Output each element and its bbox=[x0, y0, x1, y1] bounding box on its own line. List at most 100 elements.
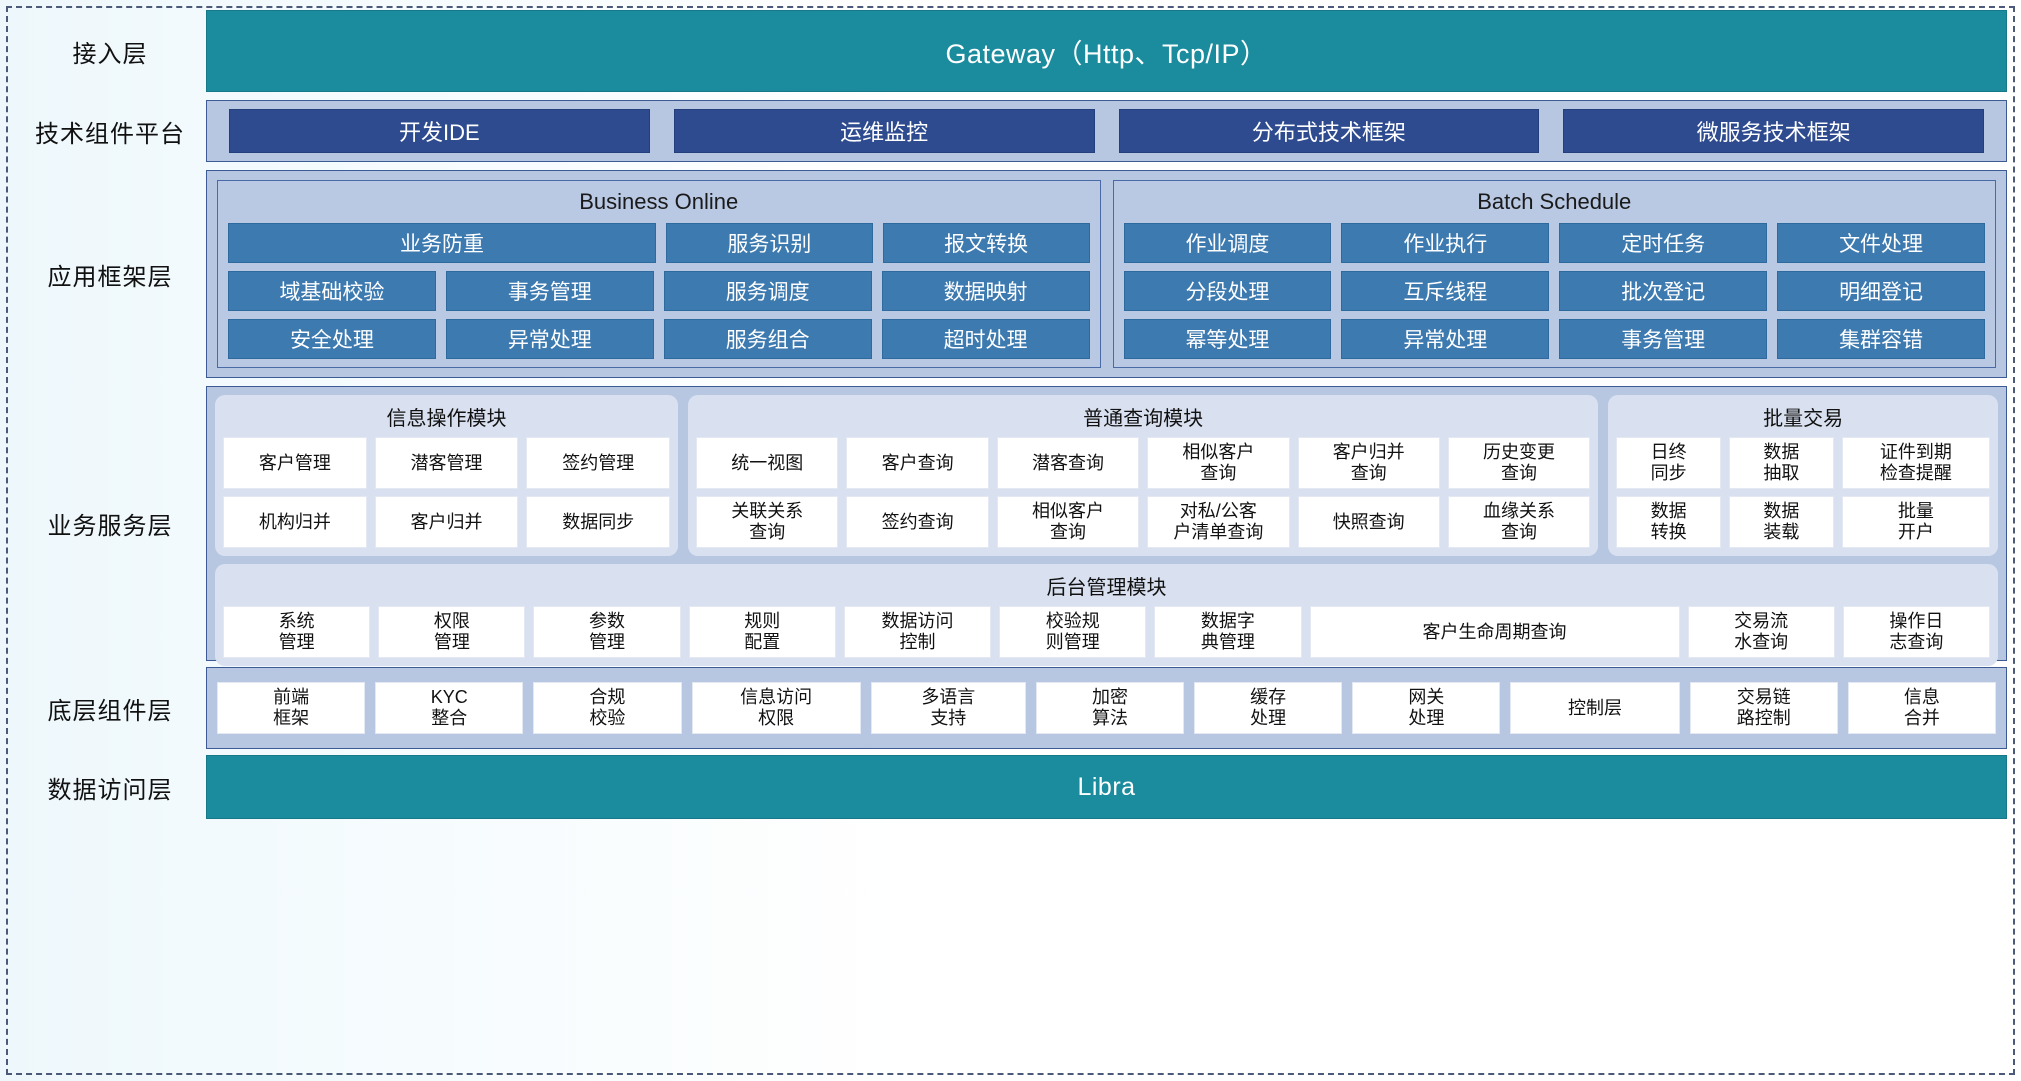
cell-customer-lifecycle-query[interactable]: 客户生命周期查询 bbox=[1309, 606, 1680, 658]
cell-compliance-check[interactable]: 合规校验 bbox=[533, 682, 682, 734]
chip-idempotent-process[interactable]: 幂等处理 bbox=[1123, 319, 1332, 359]
cell-gateway-processing[interactable]: 网关处理 bbox=[1352, 682, 1501, 734]
cell-prospect-query[interactable]: 潜客查询 bbox=[996, 437, 1140, 489]
module-title-info-operation: 信息操作模块 bbox=[386, 408, 507, 430]
cell-blood-relation-query[interactable]: 血缘关系查询 bbox=[1447, 496, 1591, 548]
cell-similar-customer-query-2[interactable]: 相似客户查询 bbox=[996, 496, 1140, 548]
chip-job-execute[interactable]: 作业执行 bbox=[1341, 223, 1550, 263]
cell-data-dictionary-mgmt[interactable]: 数据字典管理 bbox=[1154, 606, 1302, 658]
chip-batch-register[interactable]: 批次登记 bbox=[1559, 271, 1768, 311]
cell-org-merge[interactable]: 机构归并 bbox=[223, 496, 367, 548]
chip-transaction-mgmt-batch[interactable]: 事务管理 bbox=[1559, 319, 1768, 359]
chip-service-identify[interactable]: 服务识别 bbox=[665, 223, 873, 263]
query-module-row-1: 统一视图 客户查询 潜客查询 相似客户查询 客户归并查询 历史变更查询 bbox=[696, 437, 1591, 489]
cell-history-change-query[interactable]: 历史变更查询 bbox=[1447, 437, 1591, 489]
cell-operation-log-query[interactable]: 操作日志查询 bbox=[1842, 606, 1990, 658]
cell-similar-customer-query-1[interactable]: 相似客户查询 bbox=[1147, 437, 1290, 489]
cell-data-extract[interactable]: 数据抽取 bbox=[1728, 437, 1834, 489]
module-title-common-query: 普通查询模块 bbox=[1083, 408, 1204, 430]
cell-permission-mgmt[interactable]: 权限管理 bbox=[378, 606, 526, 658]
row-business-service-layer: 业务服务层 信息操作模块 客户管理 潜客管理 签约管理 bbox=[14, 386, 2007, 666]
tech-chip-dev-ide[interactable]: 开发IDE bbox=[229, 109, 650, 153]
module-backend-management: 后台管理模块 系统管理 权限管理 参数管理 规则配置 数据访问控制 校验规则管理… bbox=[215, 564, 1998, 666]
chip-cluster-fault-tolerance[interactable]: 集群容错 bbox=[1777, 319, 1985, 359]
cell-transaction-chain-control[interactable]: 交易链路控制 bbox=[1689, 682, 1838, 734]
chip-business-dedup[interactable]: 业务防重 bbox=[228, 223, 656, 263]
cell-customer-query[interactable]: 客户查询 bbox=[846, 437, 989, 489]
cell-snapshot-query[interactable]: 快照查询 bbox=[1297, 496, 1440, 548]
cell-data-transform[interactable]: 数据转换 bbox=[1616, 496, 1721, 548]
chip-data-mapping[interactable]: 数据映射 bbox=[881, 271, 1090, 311]
cell-personal-corporate-list-query[interactable]: 对私/公客户清单查询 bbox=[1147, 496, 1290, 548]
business-service-module-row: 信息操作模块 客户管理 潜客管理 签约管理 机构归并 客户归并 数据同步 bbox=[215, 395, 1998, 556]
business-online-row-1: 业务防重 服务识别 报文转换 bbox=[228, 223, 1090, 263]
cell-info-access-permission[interactable]: 信息访问权限 bbox=[691, 682, 861, 734]
chip-mutex-thread[interactable]: 互斥线程 bbox=[1341, 271, 1550, 311]
cell-prospect-mgmt[interactable]: 潜客管理 bbox=[374, 437, 519, 489]
info-module-row-1: 客户管理 潜客管理 签约管理 bbox=[223, 437, 671, 489]
cell-contract-query[interactable]: 签约查询 bbox=[846, 496, 989, 548]
cell-data-sync[interactable]: 数据同步 bbox=[526, 496, 671, 548]
backend-module-row: 系统管理 权限管理 参数管理 规则配置 数据访问控制 校验规则管理 数据字典管理… bbox=[223, 606, 1990, 658]
cell-contract-mgmt[interactable]: 签约管理 bbox=[526, 437, 671, 489]
group-batch-schedule: Batch Schedule 作业调度 作业执行 定时任务 文件处理 分段处理 … bbox=[1112, 180, 1996, 368]
app-framework-panel: Business Online 业务防重 服务识别 报文转换 域基础校验 事务管… bbox=[206, 170, 2007, 378]
cell-validation-rule-mgmt[interactable]: 校验规则管理 bbox=[999, 606, 1147, 658]
cell-transaction-flow-query[interactable]: 交易流水查询 bbox=[1687, 606, 1835, 658]
business-online-row-3: 安全处理 异常处理 服务组合 超时处理 bbox=[228, 319, 1090, 359]
chip-exception-process-batch[interactable]: 异常处理 bbox=[1341, 319, 1550, 359]
tech-chip-distributed-framework[interactable]: 分布式技术框架 bbox=[1118, 109, 1540, 153]
group-business-online: Business Online 业务防重 服务识别 报文转换 域基础校验 事务管… bbox=[217, 180, 1101, 368]
cell-frontend-framework[interactable]: 前端框架 bbox=[217, 682, 366, 734]
cell-control-layer[interactable]: 控制层 bbox=[1510, 682, 1680, 734]
cell-system-mgmt[interactable]: 系统管理 bbox=[223, 606, 371, 658]
tech-chip-microservice-framework[interactable]: 微服务技术框架 bbox=[1563, 109, 1984, 153]
cell-encryption-algorithm[interactable]: 加密算法 bbox=[1035, 682, 1185, 734]
chip-segment-process[interactable]: 分段处理 bbox=[1123, 271, 1332, 311]
cell-customer-merge-query[interactable]: 客户归并查询 bbox=[1297, 437, 1440, 489]
chip-detail-register[interactable]: 明细登记 bbox=[1777, 271, 1985, 311]
info-module-row-2: 机构归并 客户归并 数据同步 bbox=[223, 496, 671, 548]
chip-security-process[interactable]: 安全处理 bbox=[228, 319, 436, 359]
chip-service-composition[interactable]: 服务组合 bbox=[663, 319, 872, 359]
gateway-bar[interactable]: Gateway（Http、Tcp/IP） bbox=[206, 10, 2007, 92]
row-data-access-layer: 数据访问层 Libra bbox=[14, 755, 2007, 819]
row-tech-platform: 技术组件平台 开发IDE 运维监控 分布式技术框架 微服务技术框架 bbox=[14, 100, 2007, 162]
chip-file-process[interactable]: 文件处理 bbox=[1777, 223, 1985, 263]
tech-chip-ops-monitor[interactable]: 运维监控 bbox=[673, 109, 1095, 153]
chip-service-schedule[interactable]: 服务调度 bbox=[663, 271, 872, 311]
batch-schedule-row-2: 分段处理 互斥线程 批次登记 明细登记 bbox=[1123, 271, 1985, 311]
chip-job-schedule[interactable]: 作业调度 bbox=[1123, 223, 1332, 263]
module-batch-transaction: 批量交易 日终同步 数据抽取 证件到期检查提醒 数据转换 数据装载 批量开户 bbox=[1608, 395, 1998, 556]
module-title-backend-management: 后台管理模块 bbox=[1046, 577, 1167, 599]
chip-timeout-process[interactable]: 超时处理 bbox=[881, 319, 1090, 359]
cell-unified-view[interactable]: 统一视图 bbox=[696, 437, 839, 489]
cell-customer-merge[interactable]: 客户归并 bbox=[374, 496, 519, 548]
cell-rule-config[interactable]: 规则配置 bbox=[688, 606, 836, 658]
cell-eod-sync[interactable]: 日终同步 bbox=[1616, 437, 1721, 489]
cell-info-merge[interactable]: 信息合并 bbox=[1847, 682, 1996, 734]
cell-relation-query[interactable]: 关联关系查询 bbox=[696, 496, 839, 548]
row-access-layer: 接入层 Gateway（Http、Tcp/IP） bbox=[14, 10, 2007, 92]
cell-data-load[interactable]: 数据装载 bbox=[1728, 496, 1834, 548]
label-data-access-layer: 数据访问层 bbox=[47, 776, 173, 804]
cell-id-expiry-reminder[interactable]: 证件到期检查提醒 bbox=[1841, 437, 1990, 489]
chip-transaction-mgmt[interactable]: 事务管理 bbox=[445, 271, 654, 311]
label-bottom-component-layer: 底层组件层 bbox=[47, 697, 173, 725]
cell-customer-mgmt[interactable]: 客户管理 bbox=[223, 437, 367, 489]
cell-parameter-mgmt[interactable]: 参数管理 bbox=[533, 606, 681, 658]
chip-domain-base-check[interactable]: 域基础校验 bbox=[228, 271, 436, 311]
chip-message-transform[interactable]: 报文转换 bbox=[882, 223, 1090, 263]
cell-data-access-control[interactable]: 数据访问控制 bbox=[843, 606, 992, 658]
label-tech-platform: 技术组件平台 bbox=[35, 120, 185, 148]
chip-timed-task[interactable]: 定时任务 bbox=[1559, 223, 1768, 263]
libra-bar[interactable]: Libra bbox=[206, 755, 2007, 819]
cell-batch-account-open[interactable]: 批量开户 bbox=[1841, 496, 1990, 548]
query-module-row-2: 关联关系查询 签约查询 相似客户查询 对私/公客户清单查询 快照查询 血缘关系查… bbox=[696, 496, 1591, 548]
cell-multilanguage-support[interactable]: 多语言支持 bbox=[870, 682, 1026, 734]
chip-exception-process-online[interactable]: 异常处理 bbox=[445, 319, 654, 359]
cell-cache-processing[interactable]: 缓存处理 bbox=[1194, 682, 1343, 734]
